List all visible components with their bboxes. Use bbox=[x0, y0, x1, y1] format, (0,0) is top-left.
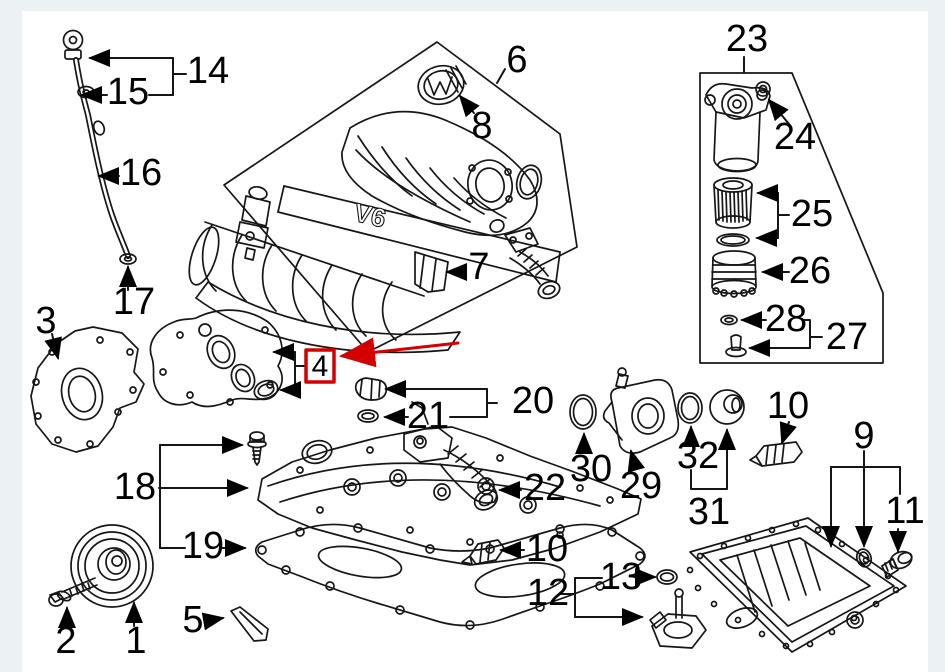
highlight-box bbox=[306, 350, 334, 382]
part-label-21[interactable]: 21 bbox=[406, 395, 450, 437]
part-label-28[interactable]: 28 bbox=[764, 298, 808, 340]
sealing-plug-part[interactable] bbox=[710, 390, 744, 424]
part-label-29[interactable]: 29 bbox=[619, 465, 663, 507]
part-label-3[interactable]: 3 bbox=[35, 300, 57, 342]
part-label-6[interactable]: 6 bbox=[506, 39, 528, 81]
part-label-10-right[interactable]: 10 bbox=[766, 385, 810, 427]
oil-filter-housing-part[interactable] bbox=[705, 84, 770, 172]
crank-pulley-part[interactable] bbox=[71, 525, 153, 607]
part-label-31[interactable]: 31 bbox=[687, 491, 731, 533]
part-label-19[interactable]: 19 bbox=[181, 525, 225, 567]
valve-cover-part[interactable] bbox=[258, 427, 641, 565]
oil-level-sensor-part[interactable] bbox=[650, 589, 706, 648]
part-label-18[interactable]: 18 bbox=[113, 466, 157, 508]
part-label-7[interactable]: 7 bbox=[468, 246, 490, 288]
filter-cap-part[interactable] bbox=[712, 251, 756, 297]
part-label-20[interactable]: 20 bbox=[511, 380, 555, 422]
manifold-bracket-hose-part[interactable] bbox=[488, 218, 562, 301]
dowel-sleeve-right-part[interactable] bbox=[750, 442, 802, 466]
dipstick-part[interactable] bbox=[64, 31, 129, 257]
filter-frame-outline bbox=[700, 73, 883, 363]
part-label-25[interactable]: 25 bbox=[790, 193, 834, 235]
part-label-5[interactable]: 5 bbox=[182, 599, 204, 641]
cover-bolt-part[interactable] bbox=[248, 432, 266, 465]
oring-32-part[interactable] bbox=[678, 393, 702, 423]
vw-logo-icon bbox=[428, 66, 466, 95]
dowel-pin-5-part[interactable] bbox=[231, 607, 268, 641]
highlight-annotation bbox=[306, 337, 458, 382]
part-label-13[interactable]: 13 bbox=[599, 556, 643, 598]
filter-seal-28-part[interactable] bbox=[721, 316, 737, 325]
vw-emblem-part[interactable] bbox=[414, 61, 468, 109]
manifold-frame-outline bbox=[224, 42, 577, 352]
intake-manifold-part[interactable] bbox=[183, 112, 560, 353]
part-label-15[interactable]: 15 bbox=[106, 71, 150, 113]
part-label-1[interactable]: 1 bbox=[125, 620, 147, 662]
oil-cooler-part[interactable] bbox=[604, 368, 679, 453]
part-label-22[interactable]: 22 bbox=[523, 467, 567, 509]
part-label-16[interactable]: 16 bbox=[119, 152, 163, 194]
filter-oring-25-part[interactable] bbox=[717, 234, 749, 246]
part-label-32[interactable]: 32 bbox=[676, 435, 720, 477]
timing-cover-left-part[interactable] bbox=[31, 327, 144, 452]
v6-badge-text: V6 bbox=[351, 197, 389, 233]
cover-gasket-part[interactable] bbox=[256, 524, 645, 629]
oil-pan-part[interactable] bbox=[688, 518, 907, 652]
sensor-oring-13-part[interactable] bbox=[657, 570, 677, 584]
part-label-30[interactable]: 30 bbox=[569, 448, 613, 490]
oring-30-part[interactable] bbox=[570, 395, 596, 429]
filter-oring-24-part[interactable] bbox=[756, 82, 770, 96]
pan-oring-9-part[interactable] bbox=[855, 547, 874, 568]
oring-21-part[interactable] bbox=[358, 410, 378, 422]
filter-element-part[interactable] bbox=[714, 178, 752, 228]
dipstick-seal-part[interactable] bbox=[120, 254, 136, 264]
part-label-12[interactable]: 12 bbox=[526, 572, 570, 614]
timing-cover-seal-part[interactable] bbox=[252, 377, 281, 402]
timing-cover-right-part[interactable] bbox=[150, 310, 282, 406]
part-label-10-bottom[interactable]: 10 bbox=[525, 528, 569, 570]
highlight-arrow bbox=[339, 337, 458, 368]
part-label-9[interactable]: 9 bbox=[853, 415, 875, 457]
filter-plug-27-part[interactable] bbox=[726, 335, 746, 357]
part-label-4-highlighted[interactable]: 4 bbox=[311, 350, 329, 383]
part-label-24[interactable]: 24 bbox=[773, 116, 817, 158]
manifold-connector-part[interactable] bbox=[415, 252, 448, 292]
part-label-11[interactable]: 11 bbox=[885, 490, 925, 532]
cap-20-part[interactable] bbox=[356, 378, 387, 400]
part-label-17[interactable]: 17 bbox=[112, 281, 156, 323]
part-label-26[interactable]: 26 bbox=[788, 250, 832, 292]
callout-leader-lines bbox=[44, 49, 907, 631]
breather-22-part[interactable] bbox=[404, 402, 501, 514]
part-label-2[interactable]: 2 bbox=[55, 620, 77, 662]
part-label-14[interactable]: 14 bbox=[186, 50, 230, 92]
part-label-27[interactable]: 27 bbox=[825, 316, 869, 358]
manifold-sensor-part[interactable] bbox=[236, 185, 270, 260]
part-label-8[interactable]: 8 bbox=[471, 105, 493, 147]
drain-plug-part[interactable] bbox=[882, 549, 914, 577]
pulley-bolt-part[interactable] bbox=[49, 578, 97, 606]
part-label-23[interactable]: 23 bbox=[725, 18, 769, 60]
